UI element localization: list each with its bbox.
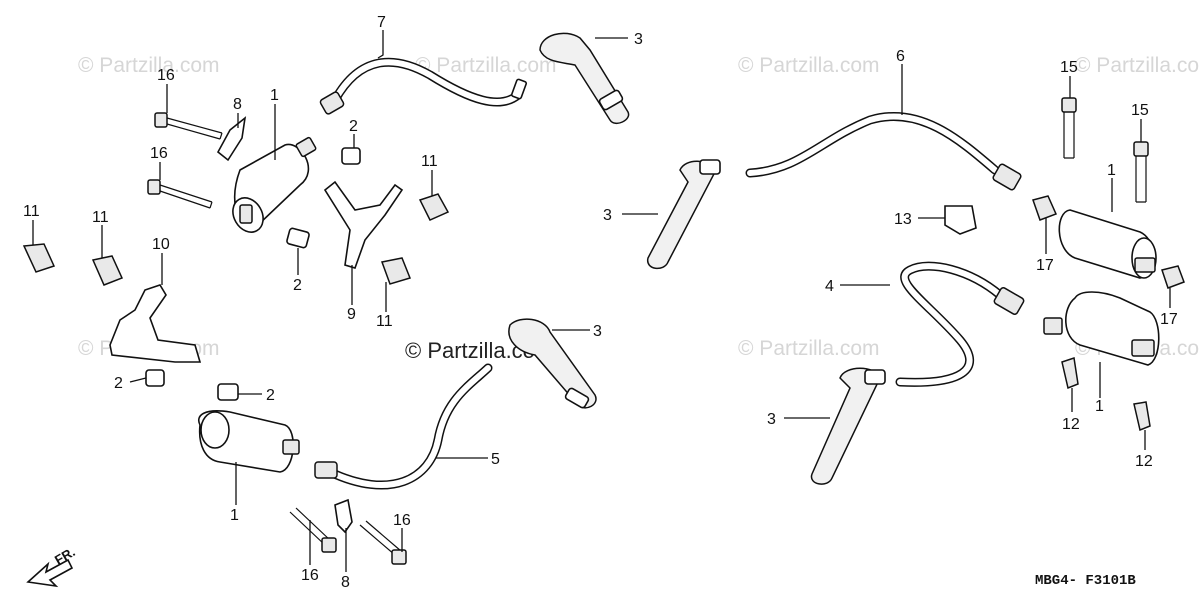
watermark: © Partzilla.com xyxy=(738,54,880,77)
callout-label: 12 xyxy=(1062,416,1080,433)
plug-wire-5[interactable] xyxy=(314,363,493,490)
callout-label: 16 xyxy=(157,67,175,84)
plug-cap-3-center[interactable] xyxy=(647,159,721,270)
plug-wire-7[interactable] xyxy=(319,57,528,115)
watermark: © Partzilla.com xyxy=(1075,54,1200,77)
grommet-17-left[interactable] xyxy=(1032,195,1058,221)
callout-label: 11 xyxy=(376,313,393,330)
callout-label: 2 xyxy=(114,375,123,392)
callout-label: 15 xyxy=(1060,59,1078,76)
callout-label: 13 xyxy=(894,211,912,228)
grommet-17-right[interactable] xyxy=(1161,265,1185,289)
watermark: © Partzilla.com xyxy=(415,54,557,77)
callout-label: 7 xyxy=(377,14,386,31)
bolt-16-upper[interactable] xyxy=(154,112,223,140)
stay-8-lower[interactable] xyxy=(334,498,353,534)
callout-label: 12 xyxy=(1135,453,1153,470)
callout-label: 6 xyxy=(896,48,905,65)
grommet-11-far-left[interactable] xyxy=(22,243,56,273)
callout-label: 3 xyxy=(603,207,612,224)
callout-label: 2 xyxy=(266,387,275,404)
callout-label: 1 xyxy=(270,87,279,104)
callout-label: 1 xyxy=(1095,398,1104,415)
collar-2-mid[interactable] xyxy=(286,227,310,249)
stay-8-upper[interactable] xyxy=(216,116,247,162)
bolt-15-right[interactable] xyxy=(1133,141,1149,203)
plug-cap-3-top[interactable] xyxy=(539,32,630,124)
plug-wire-6[interactable] xyxy=(745,111,1022,191)
plug-wire-4[interactable] xyxy=(895,261,1025,387)
ignition-coil-1-lower-right[interactable] xyxy=(1043,291,1160,366)
collar-2-lower-mid[interactable] xyxy=(217,383,239,401)
callout-label: 16 xyxy=(393,512,411,529)
callout-label: 9 xyxy=(347,306,356,323)
callout-label: 3 xyxy=(634,31,643,48)
callout-label: 1 xyxy=(1107,162,1116,179)
front-direction-indicator: FR. xyxy=(26,544,78,588)
ignition-coil-1-upper[interactable] xyxy=(227,136,317,238)
ignition-coil-1-upper-right[interactable] xyxy=(1058,209,1157,279)
bolt-16-middle[interactable] xyxy=(147,179,213,209)
grommet-11-left[interactable] xyxy=(91,255,124,286)
direction-label: FR. xyxy=(52,544,78,567)
plug-cap-3-middle[interactable] xyxy=(508,318,597,409)
callout-label: 2 xyxy=(293,277,302,294)
callout-label: 11 xyxy=(92,209,109,226)
leader-lines xyxy=(32,30,1171,572)
bracket-10[interactable] xyxy=(109,284,202,363)
callout-label: 4 xyxy=(825,278,834,295)
bracket-9[interactable] xyxy=(323,180,404,269)
clamp-13[interactable] xyxy=(944,205,977,235)
callout-label: 10 xyxy=(152,236,170,253)
callout-label: 15 xyxy=(1131,102,1149,119)
callout-label: 11 xyxy=(23,203,40,220)
ignition-coil-1-lower[interactable] xyxy=(198,410,300,473)
grommet-12-left[interactable] xyxy=(1061,357,1079,390)
callout-label: 1 xyxy=(230,507,239,524)
callout-label: 17 xyxy=(1036,257,1054,274)
callout-label: 3 xyxy=(767,411,776,428)
callout-label: 17 xyxy=(1160,311,1178,328)
callout-label: 5 xyxy=(491,451,500,468)
bolt-16-lower-left[interactable] xyxy=(289,507,337,553)
front-arrow-icon xyxy=(26,558,74,588)
grommet-11-lower[interactable] xyxy=(380,257,412,285)
callout-label: 16 xyxy=(301,567,319,584)
collar-2-upper[interactable] xyxy=(341,147,361,165)
callout-label: 11 xyxy=(421,153,438,170)
diagram-code: MBG4- F3101B xyxy=(1035,573,1136,589)
callout-label: 8 xyxy=(233,96,242,113)
grommet-12-right[interactable] xyxy=(1133,401,1151,432)
watermark: © Partzilla.com xyxy=(738,337,880,360)
callout-label: 16 xyxy=(150,145,168,162)
callout-label: 2 xyxy=(349,118,358,135)
callout-label: 3 xyxy=(593,323,602,340)
watermark: © Partzilla.com xyxy=(78,54,220,77)
bolt-15-left[interactable] xyxy=(1061,97,1077,159)
grommet-11-right[interactable] xyxy=(418,193,450,221)
callout-label: 8 xyxy=(341,574,350,591)
bolt-16-lower-right[interactable] xyxy=(359,520,407,565)
plug-cap-3-lower-right[interactable] xyxy=(810,367,886,485)
callout-labels: 7 3 16 8 1 16 2 11 11 11 10 2 9 11 3 2 2… xyxy=(23,14,1178,591)
collar-2-lower-left[interactable] xyxy=(145,369,165,387)
